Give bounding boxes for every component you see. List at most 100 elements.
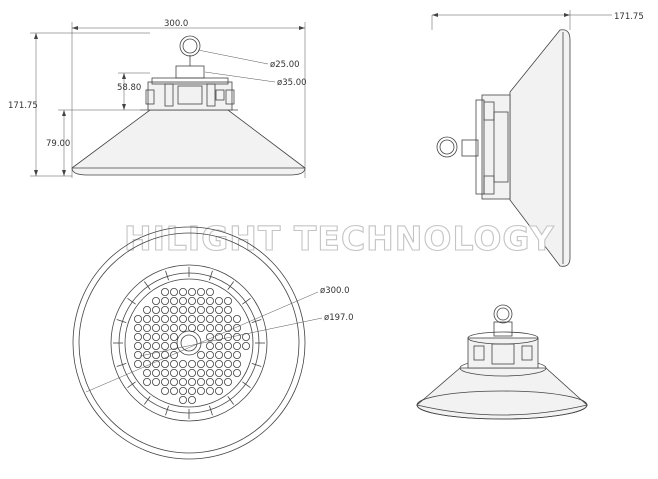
led-chip: [151, 323, 160, 332]
led-chip: [160, 314, 169, 323]
led-chip: [223, 350, 232, 359]
led-chip: [169, 359, 178, 368]
led-chip: [178, 395, 187, 404]
led-chip: [169, 368, 178, 377]
led-chip: [142, 305, 151, 314]
body-height-label: 58.80: [117, 83, 141, 93]
led-chip: [151, 332, 160, 341]
led-chip: [160, 323, 169, 332]
led-chip: [142, 332, 151, 341]
led-chip: [160, 359, 169, 368]
led-chip: [160, 350, 169, 359]
led-chip: [142, 323, 151, 332]
led-chip: [178, 368, 187, 377]
shade-height-label: 79.00: [46, 139, 70, 149]
led-chip: [160, 341, 169, 350]
led-chip: [205, 350, 214, 359]
led-chip: [160, 296, 169, 305]
led-chip: [223, 368, 232, 377]
isometric-view: [416, 304, 588, 420]
led-chip: [151, 350, 160, 359]
led-chip: [232, 359, 241, 368]
outer-diameter-label: ø300.0: [320, 286, 350, 296]
led-chip: [142, 359, 151, 368]
led-chip: [178, 386, 187, 395]
led-chip: [205, 323, 214, 332]
heatsink-slots: [113, 267, 265, 419]
heatsink-slot: [127, 381, 136, 388]
led-chip: [160, 368, 169, 377]
led-chip: [232, 368, 241, 377]
led-chip: [205, 359, 214, 368]
housing-diameter-label: ø35.00: [277, 78, 307, 88]
led-chip: [160, 305, 169, 314]
led-chip: [142, 350, 151, 359]
led-chip: [151, 305, 160, 314]
led-chip: [241, 341, 250, 350]
led-chip: [232, 314, 241, 323]
heatsink-slot: [242, 298, 251, 305]
led-chip: [187, 314, 196, 323]
led-chip: [223, 377, 232, 386]
led-chip: [214, 386, 223, 395]
led-chip: [205, 341, 214, 350]
led-chip: [151, 368, 160, 377]
led-chip: [196, 323, 205, 332]
led-chip: [214, 377, 223, 386]
led-chip: [151, 341, 160, 350]
led-chip: [196, 305, 205, 314]
led-chip: [160, 332, 169, 341]
led-chip: [232, 323, 241, 332]
led-chip: [178, 305, 187, 314]
led-chip: [142, 314, 151, 323]
heatsink-slot: [209, 270, 213, 281]
led-chip: [178, 323, 187, 332]
led-chip: [214, 314, 223, 323]
led-chip: [196, 386, 205, 395]
led-chip: [169, 323, 178, 332]
led-chip: [232, 350, 241, 359]
watermark-text: HILIGHT TECHNOLOGY: [124, 219, 555, 258]
led-chip: [178, 314, 187, 323]
front-elevation-view: 300.0 171.75 79.00 58.80: [8, 19, 307, 178]
led-array: [133, 287, 250, 404]
heatsink-slot: [251, 363, 262, 367]
led-chip: [178, 359, 187, 368]
led-chip: [223, 341, 232, 350]
led-chip: [214, 323, 223, 332]
led-chip: [169, 332, 178, 341]
hook-diameter-label: ø25.00: [270, 60, 300, 70]
led-chip: [169, 287, 178, 296]
led-chip: [223, 359, 232, 368]
led-chip: [223, 296, 232, 305]
led-chip: [160, 377, 169, 386]
heatsink-slot: [144, 396, 151, 405]
led-chip: [169, 386, 178, 395]
led-chip: [142, 341, 151, 350]
led-chip: [133, 359, 142, 368]
inner-diameter-label: ø197.0: [324, 313, 354, 323]
led-chip: [169, 314, 178, 323]
led-chip: [160, 287, 169, 296]
led-chip: [205, 287, 214, 296]
led-chip: [232, 341, 241, 350]
led-chip: [187, 386, 196, 395]
bottom-plan-view: ø300.0 ø197.0: [72, 226, 354, 460]
led-chip: [178, 287, 187, 296]
led-chip: [196, 350, 205, 359]
led-chip: [205, 296, 214, 305]
led-chip: [169, 377, 178, 386]
led-chip: [133, 314, 142, 323]
led-chip: [151, 377, 160, 386]
heatsink-slot: [116, 319, 127, 323]
heatsink-slot: [127, 298, 136, 305]
led-chip: [187, 377, 196, 386]
led-chip: [232, 332, 241, 341]
led-chip: [223, 323, 232, 332]
side-elevation-view: 171.75: [431, 10, 644, 267]
led-chip: [214, 368, 223, 377]
led-chip: [133, 350, 142, 359]
led-chip: [214, 332, 223, 341]
led-chip: [214, 359, 223, 368]
